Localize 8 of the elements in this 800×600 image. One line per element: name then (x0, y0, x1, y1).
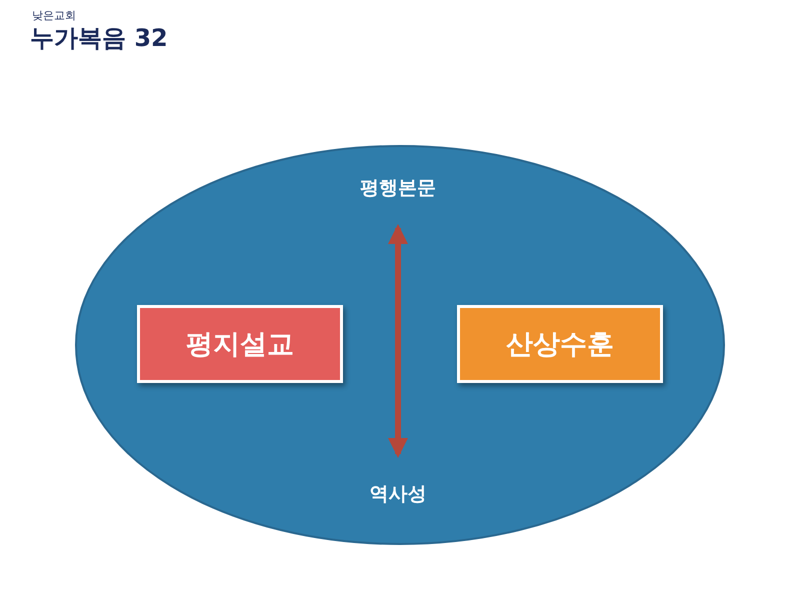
ellipse-shape (75, 145, 725, 545)
title: 누가복음 32 (30, 23, 168, 54)
church-name: 낮은교회 (32, 8, 76, 23)
double-arrow (388, 224, 408, 458)
label-box: 평지설교 (137, 305, 343, 383)
node-text: 역사성 (345, 478, 451, 510)
label-box: 산상수훈 (457, 305, 663, 383)
node-text: 평행본문 (335, 172, 461, 204)
